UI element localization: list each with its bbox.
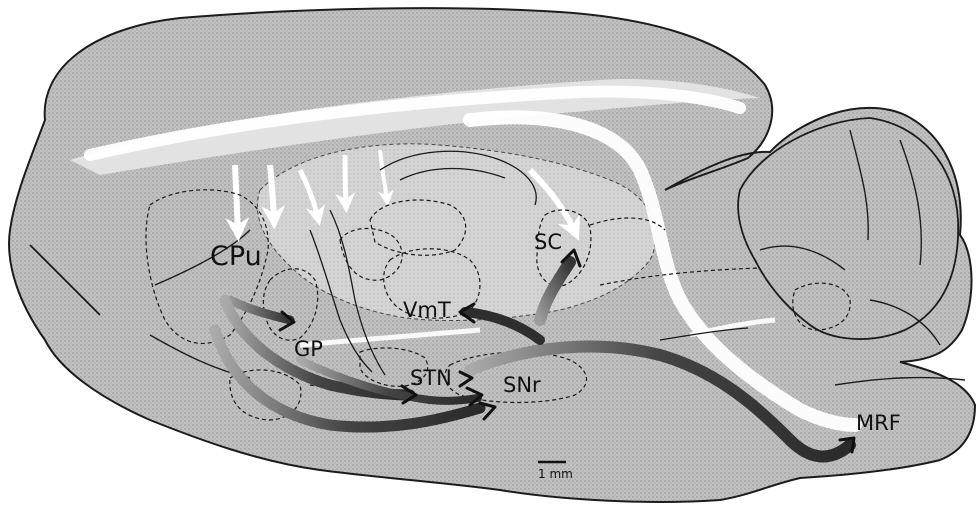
label-mrf: MRF bbox=[856, 411, 901, 435]
scale-bar-label: 1 mm bbox=[538, 467, 573, 481]
label-snr: SNr bbox=[503, 373, 541, 397]
label-vmt: VmT bbox=[403, 298, 451, 322]
label-stn: STN bbox=[410, 366, 452, 390]
label-cpu: CPu bbox=[210, 241, 262, 272]
white-tract-thal-2 bbox=[345, 155, 346, 205]
white-tract-cpu-2 bbox=[270, 165, 274, 220]
white-tract-cpu-1 bbox=[235, 165, 238, 232]
label-sc: SC bbox=[534, 230, 562, 254]
label-gp: GP bbox=[294, 337, 323, 361]
